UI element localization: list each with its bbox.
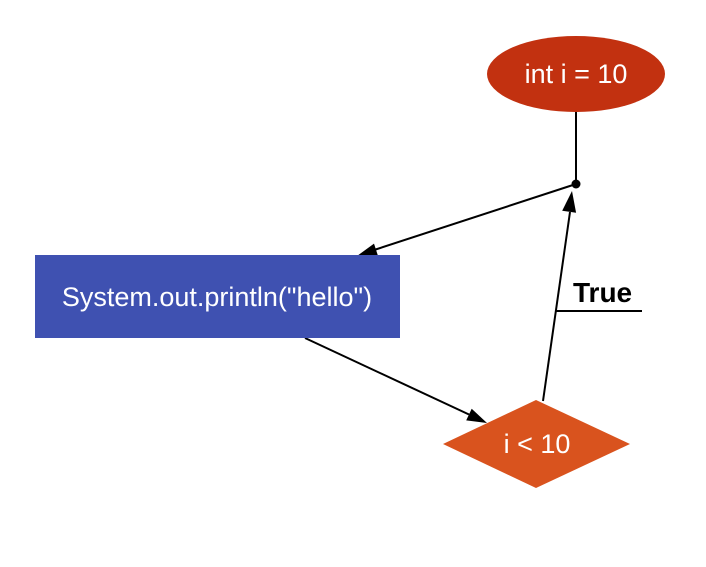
node-body-label: System.out.println("hello") xyxy=(62,282,372,312)
node-start-shape xyxy=(487,36,665,112)
node-body-shape xyxy=(35,255,400,338)
edge-body-to-condition xyxy=(304,337,470,416)
node-start-label: int i = 10 xyxy=(525,59,628,89)
edge-junction-to-body xyxy=(373,183,577,251)
edge-condition-to-junction xyxy=(542,211,571,402)
node-condition-label: i < 10 xyxy=(504,429,571,459)
edge-label-true: True xyxy=(573,277,632,308)
arrowhead-into-junction xyxy=(562,191,577,213)
arrowhead-into-condition xyxy=(466,408,487,423)
arrowhead-into-body xyxy=(357,243,378,256)
node-condition-shape xyxy=(443,400,630,488)
loop-junction-dot xyxy=(571,179,581,189)
